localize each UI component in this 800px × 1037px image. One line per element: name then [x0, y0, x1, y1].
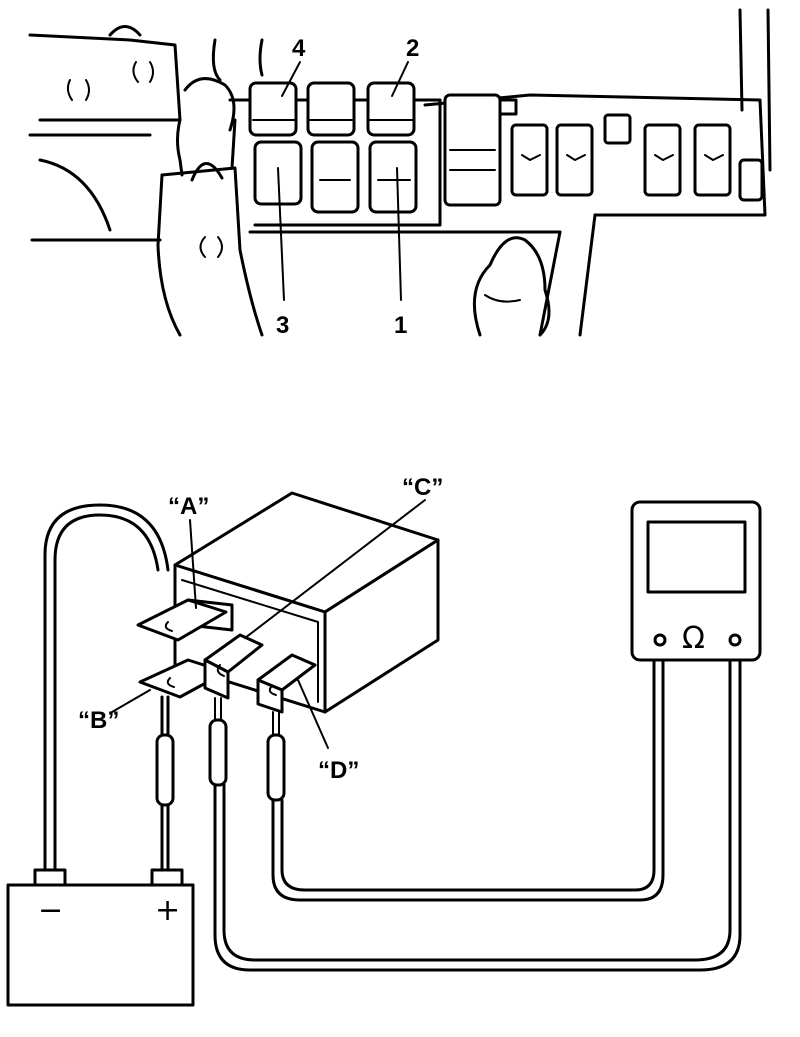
mini-fuse — [603, 113, 632, 145]
positive-fuse-holder — [155, 733, 175, 807]
ohmmeter: Ω — [630, 500, 762, 662]
relay-test-circuit: Ω − + “A” “C” “B” “D” — [6, 474, 762, 1007]
side-block — [738, 158, 764, 202]
terminal-label-a: “A” — [168, 493, 209, 520]
battery: − + — [6, 868, 195, 1007]
ohm-symbol: Ω — [682, 621, 705, 656]
probe-d — [266, 733, 286, 802]
relay-label-4: 4 — [292, 35, 306, 62]
ohmmeter-jack-left — [653, 633, 667, 647]
mini-tab — [498, 98, 518, 116]
ohmmeter-jack-right — [728, 633, 742, 647]
fuse-box-drawing: 4 2 3 1 — [28, 8, 772, 339]
relay-1 — [368, 140, 418, 214]
relay-4 — [248, 81, 298, 137]
relay-label-2: 2 — [406, 35, 419, 62]
ohmmeter-lead-d — [271, 658, 665, 902]
relay-2 — [366, 81, 416, 137]
battery-negative-sign: − — [38, 893, 63, 928]
terminal-a — [136, 598, 234, 642]
ohmmeter-lead-c — [213, 658, 742, 972]
positive-lead — [160, 803, 170, 872]
terminal-c — [203, 633, 264, 700]
battery-case — [6, 883, 195, 1007]
battery-positive-sign: + — [155, 893, 180, 928]
terminal-label-d: “D” — [318, 757, 359, 784]
relay-bottom-middle — [310, 140, 360, 214]
relay-label-3: 3 — [276, 312, 289, 339]
terminal-label-c: “C” — [402, 474, 443, 501]
battery-negative-post — [33, 868, 67, 887]
relay-label-1: 1 — [394, 312, 407, 339]
ohmmeter-display — [646, 520, 747, 594]
relay-top-middle — [306, 81, 356, 137]
terminal-d — [256, 653, 317, 714]
probe-c — [208, 718, 228, 787]
negative-lead — [43, 503, 170, 872]
terminal-label-b: “B” — [78, 707, 119, 734]
battery-positive-post — [150, 868, 184, 887]
